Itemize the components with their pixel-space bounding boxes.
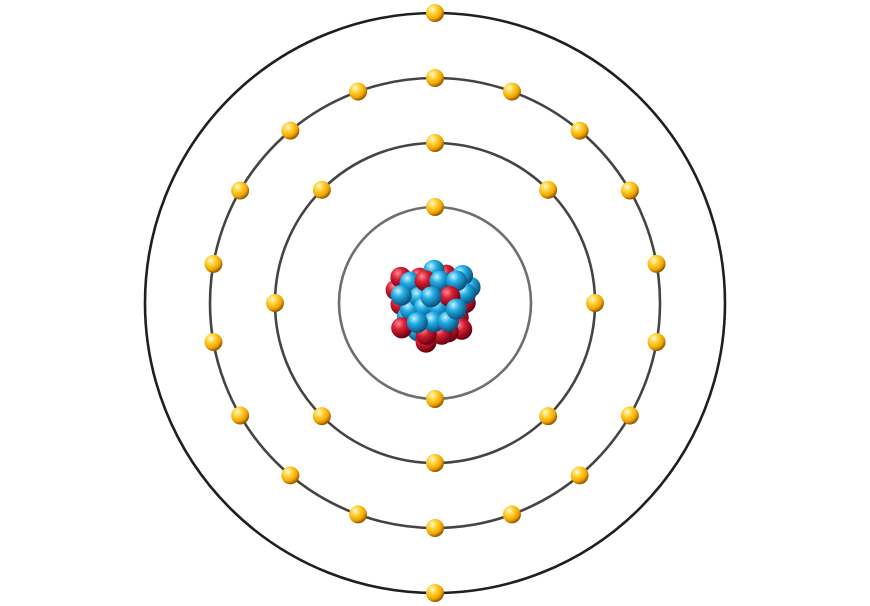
electron-shell-3-2 (502, 82, 521, 101)
electron-shell-3-11 (349, 505, 368, 524)
electron-shell-2-5 (426, 454, 444, 472)
electron-shell-2-4 (539, 407, 558, 426)
proton-33 (414, 270, 436, 292)
electron-shell-1-2 (426, 390, 444, 408)
neutron-41 (423, 311, 445, 333)
electron-shell-3-7 (620, 406, 639, 425)
electron-shell-2-2 (539, 180, 558, 199)
electron-shell-3-9 (502, 505, 521, 524)
electrons (204, 4, 666, 602)
electron-shell-2-3 (586, 294, 604, 312)
neutron-45 (406, 312, 428, 334)
electron-shell-3-3 (570, 121, 589, 140)
electron-shell-3-17 (281, 121, 300, 140)
electron-shell-3-16 (231, 181, 250, 200)
electron-shell-3-4 (620, 181, 639, 200)
electron-shell-3-1 (426, 69, 444, 87)
neutron-40 (390, 284, 412, 306)
neutron-44 (445, 298, 467, 320)
electron-shell-3-14 (204, 333, 223, 352)
neutron-43 (420, 286, 442, 308)
electron-shell-2-6 (312, 407, 331, 426)
electron-shell-1-1 (426, 198, 444, 216)
electron-shell-3-18 (349, 82, 368, 101)
electron-shell-3-10 (426, 519, 444, 537)
electron-shell-3-15 (204, 254, 223, 273)
neutron-34 (429, 270, 451, 292)
electron-shell-4-1 (426, 4, 444, 22)
electron-shell-3-13 (231, 406, 250, 425)
electron-shell-2-8 (312, 180, 331, 199)
electron-shell-3-12 (281, 466, 300, 485)
electron-shell-4-2 (426, 584, 444, 602)
nucleus (385, 259, 481, 353)
electron-shell-2-1 (426, 134, 444, 152)
electron-shell-3-8 (570, 466, 589, 485)
electron-shell-2-7 (266, 294, 284, 312)
electron-shell-3-6 (647, 333, 666, 352)
electron-shell-3-5 (647, 254, 666, 273)
